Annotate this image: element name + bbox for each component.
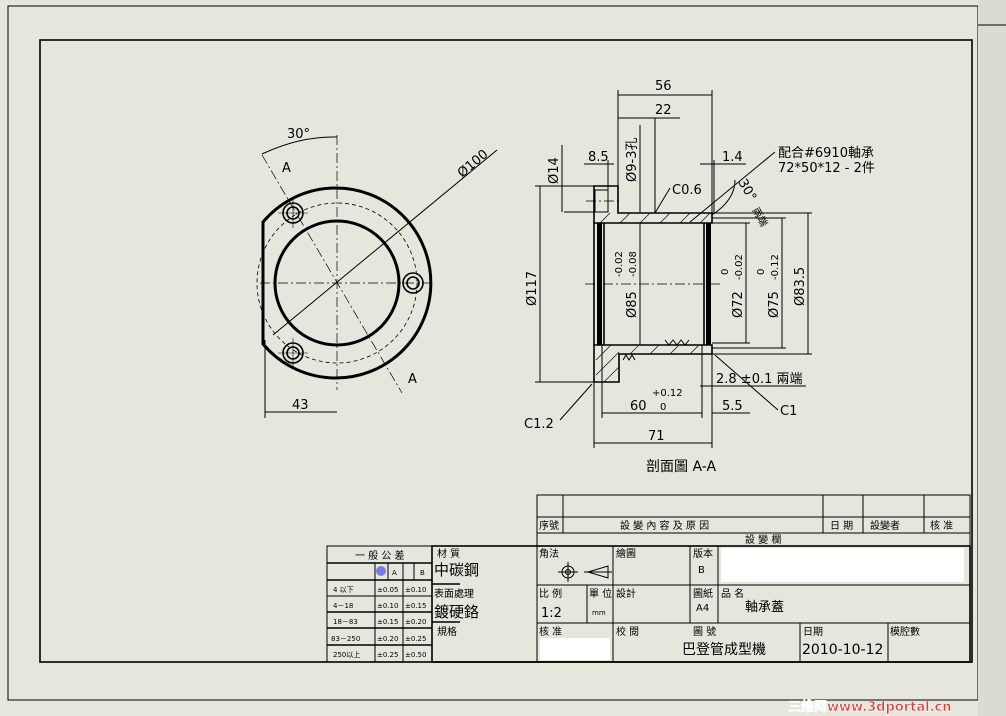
label: 圖紙 bbox=[693, 587, 713, 600]
label: -0.02 bbox=[614, 251, 625, 277]
label: 4 以下 bbox=[333, 586, 354, 594]
section-mark-top: A bbox=[282, 161, 291, 176]
material-value: 中碳鋼 bbox=[434, 561, 479, 579]
label: 設變者 bbox=[870, 519, 900, 532]
label: 規格 bbox=[437, 625, 457, 638]
sheet-border bbox=[7, 5, 979, 701]
flange-outline bbox=[261, 186, 433, 380]
diameter-leader bbox=[272, 149, 498, 336]
label: ±0.25 bbox=[377, 651, 398, 659]
label: 0 bbox=[720, 269, 731, 275]
dim-c0-6: C0.6 bbox=[672, 183, 702, 198]
label: -0.12 bbox=[770, 254, 781, 280]
dim-phi117: Ø117 bbox=[525, 271, 540, 306]
label: 版本 bbox=[693, 547, 713, 560]
label: 模腔數 bbox=[890, 625, 920, 638]
label: +0.12 bbox=[652, 388, 683, 399]
revision-table: 序號 設 變 內 容 及 原 因 日 期 設變者 核 准 設 變 欄 bbox=[536, 494, 971, 547]
drawing-number-value: 巴登管成型機 bbox=[682, 642, 766, 658]
label: 設計 bbox=[616, 587, 636, 600]
label: 0 bbox=[660, 402, 666, 413]
selected-tolerance-indicator bbox=[376, 566, 386, 576]
label: 校 閱 bbox=[616, 625, 639, 638]
approve-field[interactable] bbox=[540, 638, 610, 660]
tolerance-table: 一 般 公 差 A B 4 以下 ±0.05 ±0.10 4－18 ±0.10 ±0.1… bbox=[326, 545, 433, 663]
scale-value: 1:2 bbox=[541, 606, 562, 621]
label: 圖 號 bbox=[693, 625, 716, 638]
dim-phi9: Ø9-3孔 bbox=[625, 138, 640, 182]
label: ±0.20 bbox=[377, 635, 398, 643]
label: ±0.10 bbox=[377, 602, 398, 610]
dim-1-4: 1.4 bbox=[722, 150, 743, 165]
label: 設 變 內 容 及 原 因 bbox=[620, 519, 709, 532]
watermark: 三维网www.3dportal.cn bbox=[788, 699, 951, 715]
dim-56: 56 bbox=[655, 79, 672, 94]
label: 單 位 bbox=[589, 587, 612, 600]
section-line bbox=[261, 154, 403, 394]
part-name-value: 軸承蓋 bbox=[745, 600, 784, 615]
label: ±0.25 bbox=[405, 635, 426, 643]
label: ±0.50 bbox=[405, 651, 426, 659]
label: ±0.10 bbox=[405, 586, 426, 594]
label: ±0.20 bbox=[405, 618, 426, 626]
label: 品 名 bbox=[721, 587, 744, 600]
label: A bbox=[392, 569, 397, 577]
dim-c1: C1 bbox=[780, 404, 797, 419]
label: 材 質 bbox=[437, 547, 460, 560]
version-value: B bbox=[698, 565, 705, 576]
label: 繪圖 bbox=[616, 547, 636, 560]
version-note-field[interactable] bbox=[721, 548, 964, 582]
dim-2-8: 2.8 ±0.1 兩端 bbox=[716, 372, 803, 387]
label: ±0.05 bbox=[377, 586, 398, 594]
front-view: 30° A A Ø100 43 bbox=[256, 127, 498, 418]
label: 日期 bbox=[803, 626, 823, 638]
label: 83－250 bbox=[331, 635, 360, 643]
bearing-note: 配合#6910軸承 bbox=[778, 146, 874, 161]
dim-22: 22 bbox=[655, 103, 672, 118]
dim-phi75: Ø75 bbox=[767, 291, 782, 318]
dim-phi83-5: Ø83.5 bbox=[793, 267, 808, 306]
dim-71: 71 bbox=[648, 429, 665, 444]
label: 序號 bbox=[539, 519, 559, 532]
label: 核 准 bbox=[539, 625, 562, 638]
title-block: 材 質 中碳鋼 表面處理 鍍硬鉻 規格 角法 繪圖 版本 B 比 例 1:2 單… bbox=[431, 545, 971, 663]
label: -0.02 bbox=[734, 254, 745, 280]
label: B bbox=[420, 569, 425, 577]
date-value: 2010-10-12 bbox=[802, 642, 883, 658]
bearing-note-qty: 72*50*12 - 2件 bbox=[778, 161, 875, 176]
viewport-scroll-area[interactable] bbox=[978, 0, 1006, 716]
dim-c1-2: C1.2 bbox=[524, 417, 554, 432]
section-mark-bottom: A bbox=[408, 372, 417, 387]
label: 角法 bbox=[539, 547, 559, 560]
dim-8-5: 8.5 bbox=[588, 150, 609, 165]
label: 18－83 bbox=[333, 618, 358, 626]
label: 一 般 公 差 bbox=[355, 549, 405, 562]
dim-5-5: 5.5 bbox=[722, 399, 743, 414]
dim-60: 60 bbox=[630, 399, 647, 414]
surface-value: 鍍硬鉻 bbox=[434, 603, 479, 621]
width-label: 43 bbox=[292, 398, 309, 413]
section-view: 56 22 8.5 1.4 Ø14 Ø9-3孔 C0.6 配合#6910軸承 7… bbox=[524, 79, 875, 475]
label: ±0.15 bbox=[405, 602, 426, 610]
label: 日 期 bbox=[830, 520, 853, 532]
label: mm bbox=[592, 609, 606, 617]
label: 4－18 bbox=[333, 602, 353, 610]
label: 表面處理 bbox=[434, 587, 474, 600]
label: 250以上 bbox=[333, 650, 360, 659]
label: 0 bbox=[756, 269, 767, 275]
section-title: 剖面圖 A-A bbox=[646, 459, 716, 475]
label: ±0.15 bbox=[377, 618, 398, 626]
label: 設 變 欄 bbox=[745, 533, 781, 546]
label: -0.08 bbox=[628, 251, 639, 277]
angle-label: 30° bbox=[287, 127, 310, 142]
dim-phi85: Ø85 bbox=[625, 291, 640, 318]
dim-phi72: Ø72 bbox=[731, 291, 746, 318]
third-angle-projection-icon bbox=[558, 562, 612, 582]
dim-phi14: Ø14 bbox=[547, 157, 562, 184]
label: 核 准 bbox=[930, 519, 953, 532]
label: A4 bbox=[696, 603, 709, 614]
label: 比 例 bbox=[539, 587, 562, 600]
